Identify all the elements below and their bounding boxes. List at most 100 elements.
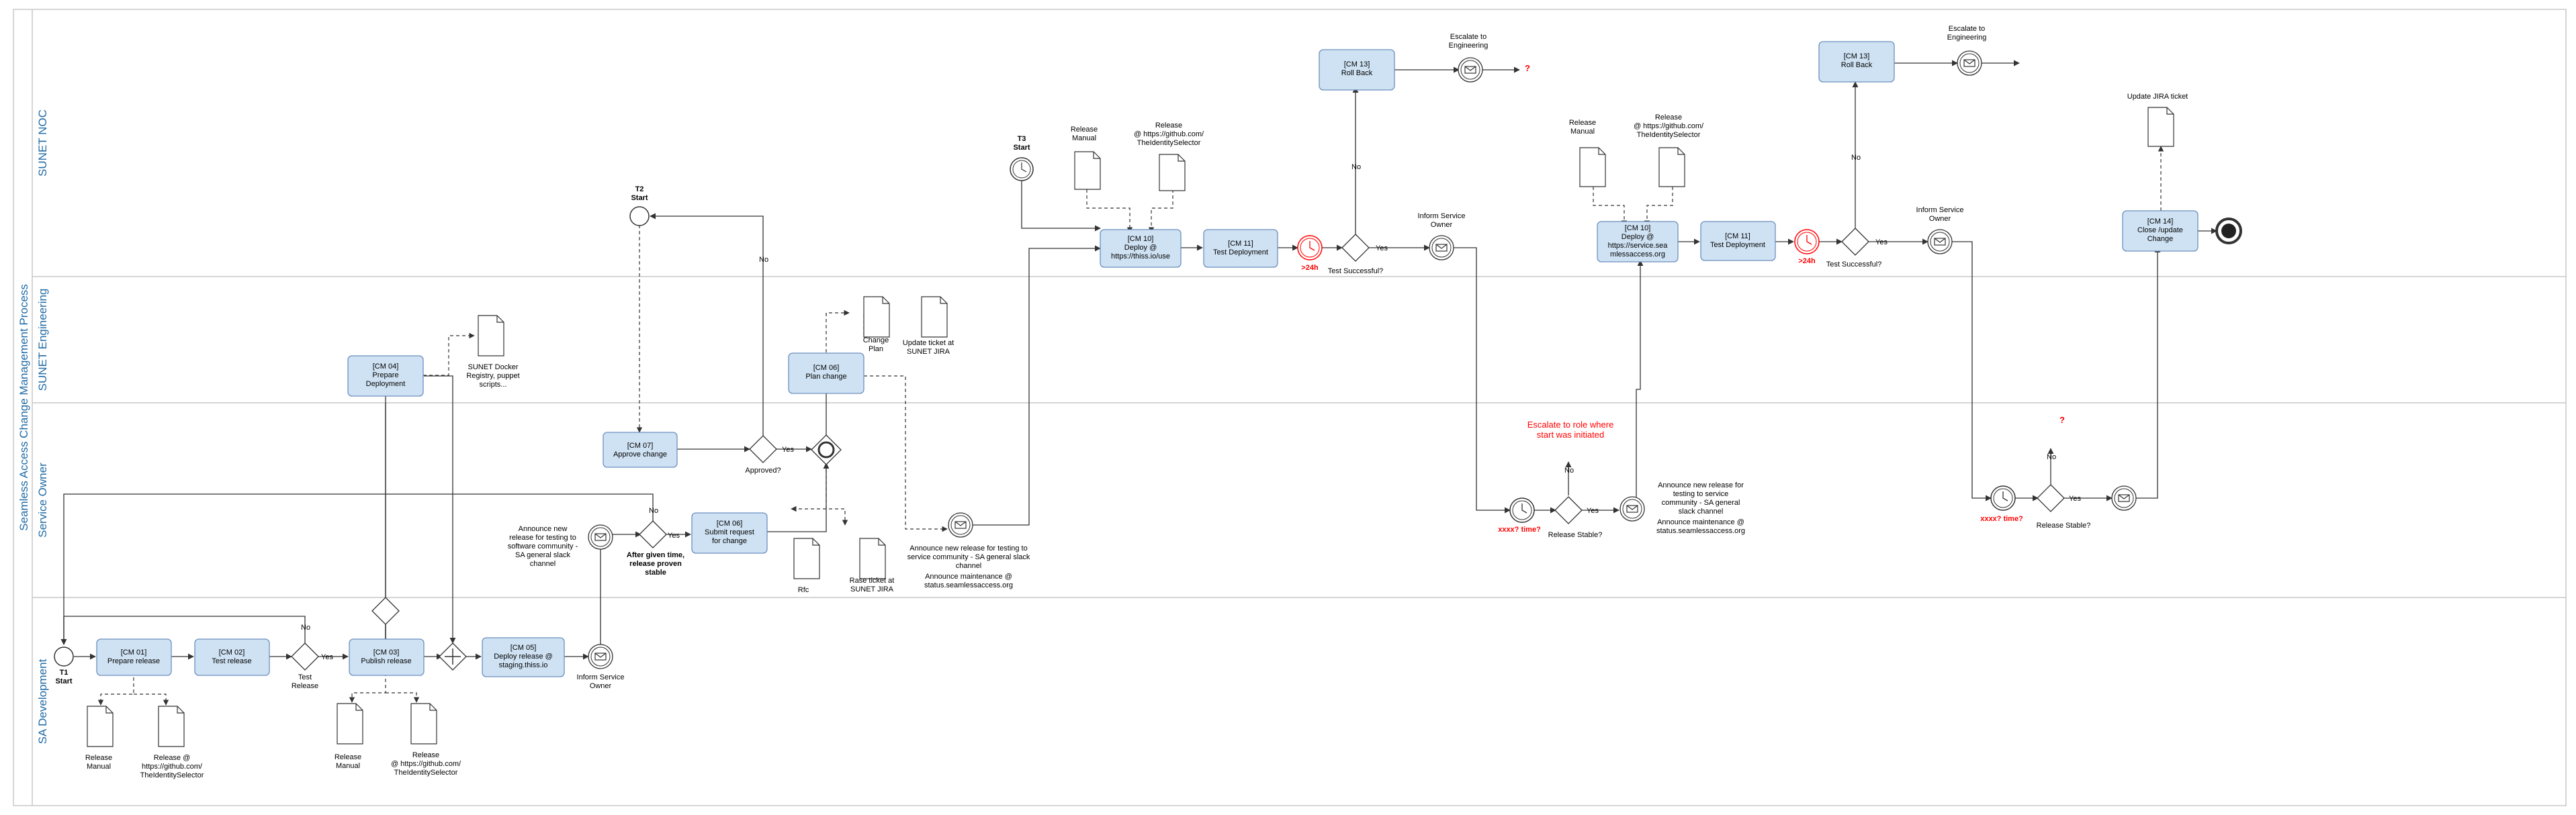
svg-text:service community - SA general: service community - SA general slack — [907, 553, 1030, 561]
svg-text:Test Deployment: Test Deployment — [1710, 241, 1765, 249]
svg-text:Yes: Yes — [1587, 507, 1599, 515]
svg-text:Deploy release @: Deploy release @ — [494, 653, 553, 661]
svg-text:Release: Release — [1071, 126, 1098, 134]
document-update-jira-ticket: Update JIRA ticket — [2127, 93, 2188, 147]
svg-text:Release: Release — [335, 753, 361, 761]
label-announce-software: Announce new release for testing to soft… — [508, 525, 578, 568]
svg-text:Announce new release for: Announce new release for — [1658, 481, 1744, 489]
document-docker-registry: SUNET Docker Registry, puppet scripts... — [466, 315, 520, 389]
svg-text:Yes: Yes — [782, 446, 794, 454]
svg-text:No: No — [759, 256, 768, 264]
svg-text:Approve change: Approve change — [613, 450, 667, 459]
task-cm06-submit[interactable]: [CM 06] Submit request for change — [691, 512, 768, 554]
task-cm14[interactable]: [CM 14] Close /update Change — [2122, 210, 2199, 252]
label-escalate-a: Escalate to Engineering — [1449, 33, 1489, 50]
svg-text:[CM 11]: [CM 11] — [1725, 232, 1750, 240]
svg-text:Deployment: Deployment — [366, 380, 406, 388]
svg-text:@ https://github.com/: @ https://github.com/ — [1634, 122, 1704, 130]
message-event-announce-service-a — [948, 512, 973, 538]
svg-text:[CM 01]: [CM 01] — [121, 649, 147, 657]
svg-text:Prepare: Prepare — [372, 371, 398, 379]
document-update-ticket-jira: Update ticket at SUNET JIRA — [903, 296, 954, 356]
svg-text:Start: Start — [631, 194, 648, 202]
message-event-stable-b — [2111, 485, 2137, 511]
svg-text:start was initiated: start was initiated — [1537, 430, 1604, 440]
svg-text:mlessaccess.org: mlessaccess.org — [1610, 250, 1665, 258]
lane-label-sunet-engineering: SUNET Engineering — [36, 289, 49, 391]
svg-text:Engineering: Engineering — [1449, 42, 1489, 50]
svg-text:Plan: Plan — [869, 345, 883, 353]
svg-text:Change: Change — [2147, 235, 2174, 243]
svg-text:[CM 11]: [CM 11] — [1228, 240, 1253, 248]
label-inform-owner-a: Inform Service Owner — [1418, 212, 1466, 229]
svg-text:Release Stable?: Release Stable? — [2037, 522, 2091, 530]
svg-text:Yes: Yes — [668, 532, 680, 540]
task-cm11-b[interactable]: [CM 11] Test Deployment — [1700, 221, 1776, 261]
task-cm02[interactable]: [CM 02] Test release — [194, 638, 270, 676]
svg-text:release proven: release proven — [629, 560, 682, 568]
task-cm10-thiss[interactable]: [CM 10] Deploy @ https://thiss.io/use — [1100, 229, 1182, 268]
svg-text:Announce maintenance @: Announce maintenance @ — [925, 573, 1012, 581]
svg-text:No: No — [301, 624, 310, 632]
label-announce-service-b: Announce new release for testing to serv… — [1656, 481, 1745, 535]
gateway-test-release: Test Release — [291, 642, 319, 690]
label-escalate-red: Escalate to role where start was initiat… — [1527, 420, 1614, 440]
svg-text:No: No — [1351, 163, 1361, 171]
svg-text:T2: T2 — [635, 185, 644, 193]
svg-text:Yes: Yes — [321, 653, 333, 661]
svg-text:[CM 13]: [CM 13] — [1844, 52, 1870, 60]
svg-text:Plan change: Plan change — [805, 373, 846, 381]
task-cm03[interactable]: [CM 03] Publish release — [349, 638, 425, 676]
task-cm11-a[interactable]: [CM 11] Test Deployment — [1203, 229, 1278, 268]
association-connectors — [97, 146, 2164, 706]
document-release-manual-noc-b: Release Manual — [1569, 119, 1606, 187]
message-event-escalate-b — [1957, 50, 1982, 76]
svg-text:testing to service: testing to service — [1673, 490, 1729, 498]
gateway-event-based — [811, 434, 842, 465]
gateway-release-stable-a: Release Stable? — [1548, 496, 1602, 539]
svg-text:xxxx? time?: xxxx? time? — [1498, 526, 1541, 534]
svg-text:SUNET JIRA: SUNET JIRA — [907, 348, 950, 356]
svg-text:Release: Release — [1155, 122, 1182, 130]
document-release-dev-1: Release @ https://github.com/ TheIdentit… — [140, 706, 204, 779]
task-cm05[interactable]: [CM 05] Deploy release @ staging.thiss.i… — [482, 637, 565, 677]
timer-event-24h-a: >24h — [1297, 235, 1323, 272]
svg-text:Announce new release for testi: Announce new release for testing to — [909, 544, 1028, 553]
svg-text:Registry, puppet: Registry, puppet — [466, 372, 519, 380]
message-event-inform-owner-a — [1429, 235, 1454, 260]
svg-text:Submit request: Submit request — [705, 528, 754, 536]
svg-text:release for testing to: release for testing to — [509, 534, 576, 542]
svg-text:TheIdentitySelector: TheIdentitySelector — [140, 771, 204, 779]
svg-text:[CM 02]: [CM 02] — [219, 649, 245, 657]
document-release-dev-2: Release @ https://github.com/ TheIdentit… — [391, 703, 461, 777]
document-release-noc-b: Release @ https://github.com/ TheIdentit… — [1634, 113, 1704, 187]
task-cm01[interactable]: [CM 01] Prepare release — [96, 638, 172, 676]
svg-text:community - SA general: community - SA general — [1662, 499, 1740, 507]
svg-text:Test Successful?: Test Successful? — [1826, 260, 1882, 269]
task-cm13-b[interactable]: [CM 13] Roll Back — [1818, 41, 1895, 83]
task-cm06-plan[interactable]: [CM 06] Plan change — [788, 352, 864, 394]
svg-text:[CM 13]: [CM 13] — [1344, 60, 1370, 68]
svg-text:Prepare release: Prepare release — [107, 657, 160, 665]
message-event-announce-service-b — [1619, 496, 1645, 522]
start-event-t1: T1 Start — [54, 646, 74, 685]
task-cm10-service[interactable]: [CM 10] Deploy @ https://service.sea mle… — [1597, 221, 1679, 262]
pool: Seamless Access Change Management Proces… — [13, 9, 2567, 806]
message-event-inform-owner-b — [1927, 229, 1953, 254]
svg-text:After given time,: After given time, — [627, 551, 684, 559]
svg-text:Release: Release — [1569, 119, 1596, 127]
label-inform-owner-dev: Inform Service Owner — [577, 673, 625, 690]
lane-label-sunet-noc: SUNET NOC — [36, 109, 49, 177]
svg-text:TheIdentitySelector: TheIdentitySelector — [394, 769, 458, 777]
label-announce-service-a: Announce new release for testing to serv… — [907, 544, 1030, 589]
svg-text:Manual: Manual — [336, 762, 360, 770]
task-cm04[interactable]: [CM 04] Prepare Deployment — [347, 355, 424, 397]
end-event — [2215, 218, 2242, 244]
svg-text:https://thiss.io/use: https://thiss.io/use — [1111, 252, 1170, 260]
svg-text:channel: channel — [530, 560, 556, 568]
svg-text:Manual: Manual — [1570, 128, 1595, 136]
task-cm13-a[interactable]: [CM 13] Roll Back — [1319, 49, 1395, 91]
svg-text:Publish release: Publish release — [361, 657, 411, 665]
svg-text:Release: Release — [1655, 113, 1682, 122]
task-cm07[interactable]: [CM 07] Approve change — [603, 432, 678, 468]
